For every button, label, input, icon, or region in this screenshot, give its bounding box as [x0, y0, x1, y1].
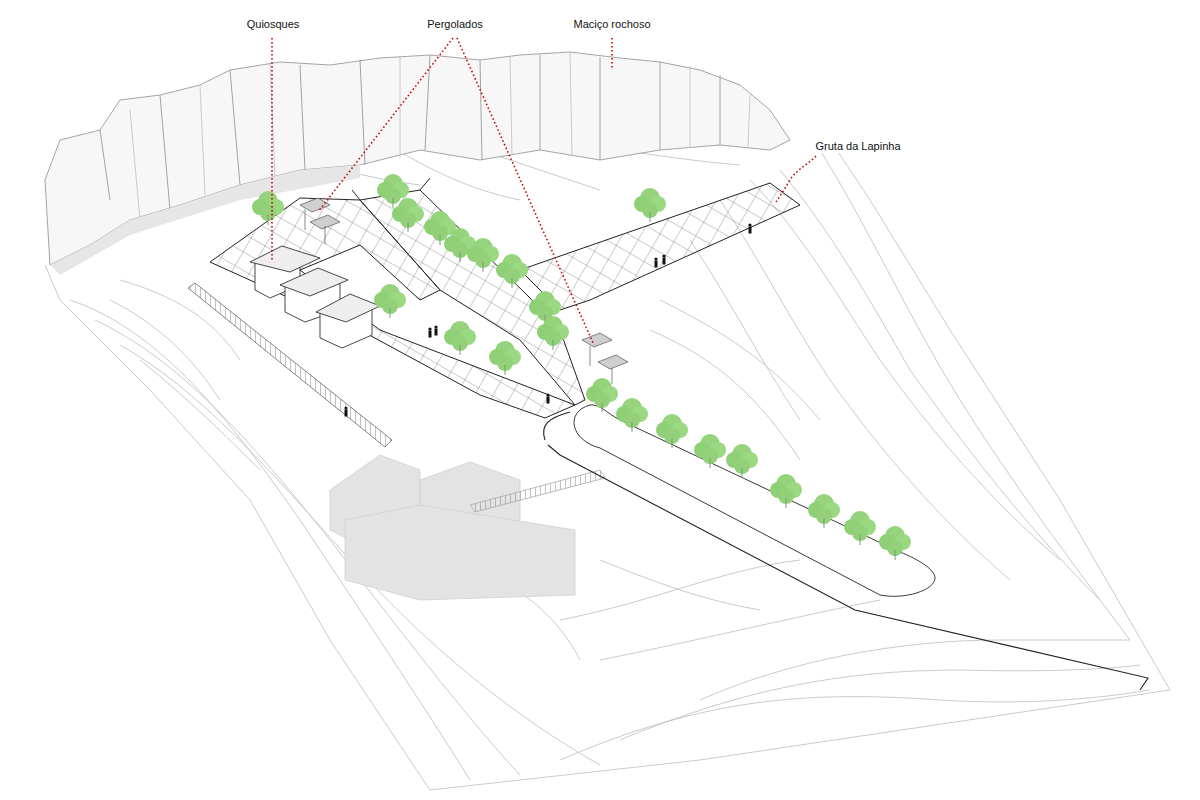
- drawing-part: [280, 268, 348, 296]
- drawing-part: [620, 665, 1140, 740]
- drawing-part: [726, 444, 758, 478]
- drawing-part: [808, 494, 840, 528]
- drawing-part: [748, 223, 751, 233]
- drawing-part: [656, 414, 688, 448]
- drawing-part: [600, 560, 760, 610]
- drawing-part: [496, 254, 528, 288]
- drawing-part: [345, 505, 575, 600]
- drawing-part: [318, 38, 453, 212]
- trees: [252, 174, 911, 560]
- drawing-part: [140, 360, 260, 470]
- drawing-part: [305, 210, 306, 230]
- drawing-part: [250, 246, 320, 272]
- terrain: [45, 120, 1170, 790]
- drawing-part: [776, 156, 816, 202]
- drawing-part: [546, 393, 549, 403]
- drawing-part: [316, 294, 380, 322]
- drawing-part: [612, 368, 613, 384]
- drawing-part: [252, 191, 284, 225]
- drawing-part: [300, 198, 330, 212]
- drawing-part: [650, 330, 800, 460]
- drawing-part: [489, 341, 521, 375]
- buildings: [330, 455, 605, 600]
- drawing-part: [700, 640, 1130, 700]
- drawing-part: [428, 327, 431, 337]
- callout-label: Maciço rochoso: [571, 18, 652, 31]
- leader-lines: [272, 38, 816, 345]
- callout-label: Quiosques: [245, 18, 302, 31]
- drawing-part: [662, 254, 665, 264]
- drawing-part: [611, 38, 613, 70]
- drawing-part: [467, 238, 499, 272]
- pergolas: [300, 198, 628, 384]
- drawing-part: [360, 190, 585, 405]
- drawing-part: [586, 378, 618, 412]
- drawing-part: [344, 406, 347, 416]
- drawing-part: [457, 38, 594, 345]
- drawing-part: [430, 690, 1170, 790]
- drawing-part: [110, 300, 220, 400]
- drawing-part: [444, 321, 476, 355]
- drawing-part: [654, 257, 657, 267]
- plaza: [210, 178, 800, 418]
- drawing-part: [634, 188, 666, 222]
- drawing-part: [690, 240, 800, 420]
- callout-label: Pergolados: [425, 18, 485, 31]
- drawing-part: [582, 333, 612, 347]
- drawing-part: [770, 474, 802, 508]
- drawing-part: [574, 405, 935, 596]
- callout-label: Gruta da Lapinha: [813, 140, 902, 153]
- drawing-part: [470, 470, 605, 512]
- road: [544, 405, 1148, 690]
- drawing-part: [590, 346, 591, 366]
- drawing-part: [537, 316, 569, 350]
- drawing-part: [374, 284, 406, 318]
- drawing-part: [694, 434, 726, 468]
- drawing-part: [879, 526, 911, 560]
- drawing-part: [830, 140, 1170, 690]
- drawing-part: [598, 355, 628, 369]
- drawing-part: [100, 55, 720, 210]
- drawing-part: [560, 560, 800, 620]
- drawing-part: [120, 280, 240, 360]
- drawing-part: [520, 183, 800, 310]
- drawing-part: [434, 325, 437, 335]
- drawing-part: [560, 690, 1150, 760]
- drawing-part: [392, 198, 424, 232]
- drawing-part: [844, 511, 876, 545]
- drawing-part: [600, 600, 880, 660]
- drawing-part: [660, 300, 820, 420]
- people: [344, 223, 751, 416]
- drawing-part: [616, 398, 648, 432]
- drawing-part: [271, 38, 273, 262]
- kiosks: [250, 246, 380, 348]
- drawing-part: [325, 226, 326, 244]
